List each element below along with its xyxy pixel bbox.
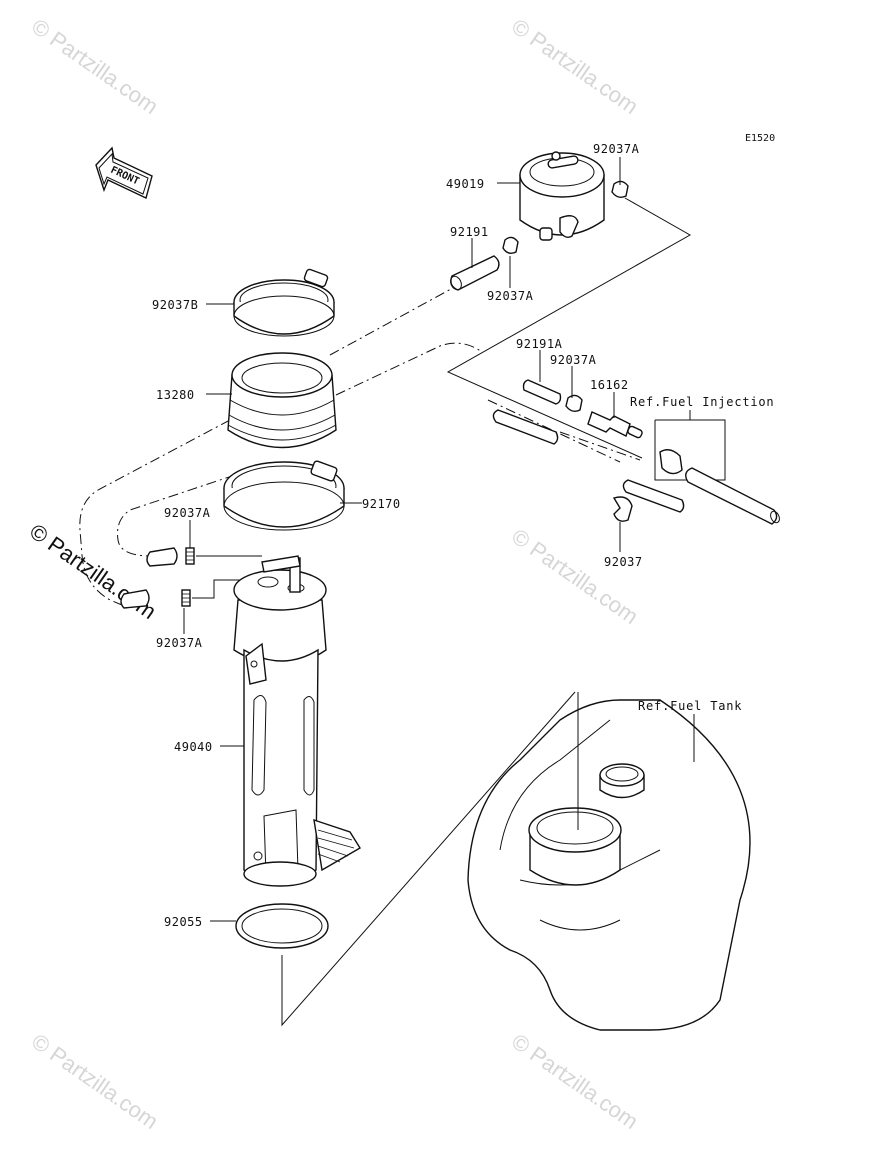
label-ref-fuel-tank: Ref.Fuel Tank <box>638 699 742 713</box>
clip-92037 <box>612 496 633 522</box>
watermark-side: © Partzilla.com <box>25 519 161 625</box>
hose-lower-left <box>492 409 559 445</box>
diagram-code: E1520 <box>745 133 775 144</box>
reference-lines <box>281 197 726 1027</box>
clamp-92037A-mid <box>502 236 519 255</box>
watermark: © Partzilla.com <box>507 1029 643 1135</box>
fuel-filter-49019 <box>519 151 605 241</box>
clamp-92170 <box>223 460 345 531</box>
watermark: © Partzilla.com <box>507 524 643 630</box>
label-92037B: 92037B <box>152 298 198 312</box>
part-labels: 49019 92037A 92191 92037A 92037B 13280 9… <box>152 142 774 929</box>
fuel-tank-reference <box>467 692 751 1031</box>
hose-injection-side <box>659 449 780 525</box>
o-ring-92055 <box>235 903 329 949</box>
fuel-pump-49040 <box>233 555 361 887</box>
assembly-guide-lines <box>79 282 641 606</box>
label-92055: 92055 <box>164 915 203 929</box>
watermark: © Partzilla.com <box>27 1029 163 1135</box>
grommet-13280 <box>227 352 337 449</box>
watermark: © Partzilla.com <box>507 14 643 120</box>
label-92191: 92191 <box>450 225 489 239</box>
clamp-92037A-right <box>565 394 583 413</box>
label-92170: 92170 <box>362 497 401 511</box>
fitting-16162 <box>587 411 643 439</box>
label-49019: 49019 <box>446 177 485 191</box>
clamp-92037B <box>233 268 335 337</box>
watermark: © Partzilla.com <box>27 14 163 120</box>
label-92037A-left-bottom: 92037A <box>156 636 203 650</box>
label-92191A: 92191A <box>516 337 563 351</box>
label-92037: 92037 <box>604 555 643 569</box>
label-ref-fuel-injection: Ref.Fuel Injection <box>630 395 774 409</box>
hose-92191A <box>522 379 562 405</box>
hose-92191 <box>450 255 500 291</box>
label-92037A-mid: 92037A <box>487 289 534 303</box>
clamp-92037A-top <box>611 180 629 199</box>
label-92037A-top: 92037A <box>593 142 640 156</box>
small-fittings-left <box>120 547 262 609</box>
label-92037A-left-top: 92037A <box>164 506 211 520</box>
label-92037A-right: 92037A <box>550 353 597 367</box>
label-13280: 13280 <box>156 388 195 402</box>
label-49040: 49040 <box>174 740 213 754</box>
front-arrow-icon: FRONT <box>95 146 153 199</box>
leader-lines <box>183 157 695 922</box>
label-16162: 16162 <box>590 378 629 392</box>
hose-lower-right <box>622 479 685 513</box>
